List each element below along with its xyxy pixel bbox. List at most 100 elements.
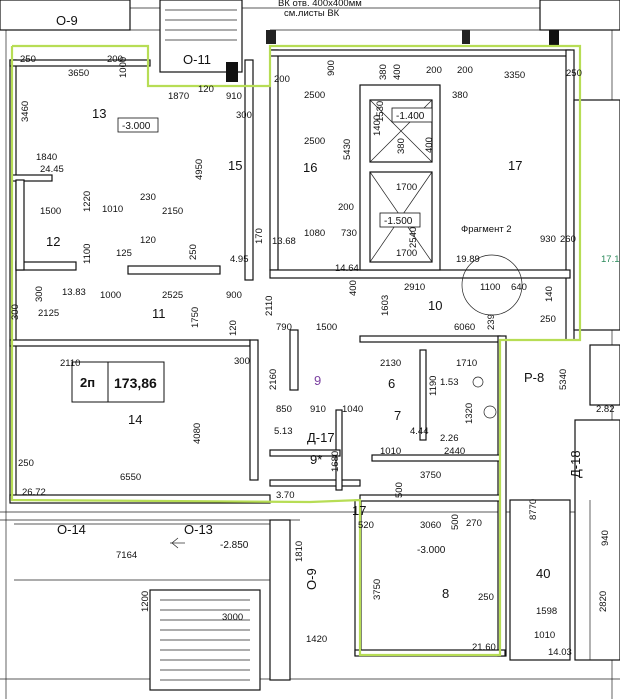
dim: 7164: [116, 550, 137, 561]
dim: 3750: [420, 470, 441, 481]
dim: 1700: [396, 182, 417, 193]
dim: 1810: [294, 541, 305, 562]
dim: 1220: [82, 191, 93, 212]
dim: 8770: [528, 499, 539, 520]
dim: 1530: [375, 101, 386, 122]
axis-o9-side: О-9: [304, 568, 319, 590]
dim: 1870: [168, 91, 189, 102]
area-6: 19.89: [456, 254, 480, 265]
dim: 2525: [162, 290, 183, 301]
level-5: -3.000: [417, 545, 446, 556]
dim: 1420: [306, 634, 327, 645]
dim: 120: [140, 235, 156, 246]
dim: 940: [600, 530, 611, 546]
dim: 300: [10, 304, 21, 320]
dim: 1010: [102, 204, 123, 215]
axis-o14: О-14: [57, 522, 86, 537]
room-9-star: 9*: [310, 452, 322, 467]
dim: 520: [358, 520, 374, 531]
dim: 730: [341, 228, 357, 239]
axis-block-o9: [0, 0, 131, 31]
dim: 230: [140, 192, 156, 203]
axis-o13: О-13: [184, 522, 213, 537]
dim: 300: [234, 356, 250, 367]
area-8: 4.44: [410, 426, 429, 437]
dim: 300: [34, 286, 45, 302]
top-right-block: [539, 0, 620, 31]
room-13: 13: [92, 106, 106, 121]
dim: 5430: [342, 139, 353, 160]
dim: 910: [226, 91, 242, 102]
dim: 790: [276, 322, 292, 333]
dim: 2130: [380, 358, 401, 369]
levels: -3.000 -1.400 -1.500 -2.850 -3.000: [117, 107, 446, 556]
dim: 1840: [36, 152, 57, 163]
area-14: 14.03: [548, 647, 572, 658]
dim: 120: [198, 84, 214, 95]
fragment-label: Фрагмент 2: [461, 224, 512, 235]
area-15: 2.82: [596, 404, 615, 415]
dim: 200: [457, 65, 473, 76]
dim: 250: [540, 314, 556, 325]
dim: 930: [540, 234, 556, 245]
dim: 400: [392, 64, 403, 80]
dim: 1010: [380, 446, 401, 457]
dim: 900: [326, 60, 337, 76]
room-15: 15: [228, 158, 242, 173]
area-1: 24.45: [40, 164, 64, 175]
dim: 3750: [372, 579, 383, 600]
area-2: 4.95: [230, 254, 249, 265]
header-note-2: см.листы ВК: [284, 8, 340, 19]
dim: 1100: [82, 244, 93, 264]
level-3: -1.500: [384, 216, 413, 227]
dim: 900: [226, 290, 242, 301]
dim: 2820: [598, 591, 609, 612]
room-40: 40: [536, 566, 550, 581]
area-3: 13.83: [62, 287, 86, 298]
column-dark: [226, 62, 238, 82]
column-dark-2: [549, 30, 559, 46]
dim: 1700: [396, 248, 417, 259]
dim: 140: [544, 286, 555, 302]
dim: 4080: [192, 423, 203, 444]
dim: 260: [560, 234, 576, 245]
area-7: 5.13: [274, 426, 293, 437]
column-dark-3: [266, 30, 276, 44]
dim: 239: [486, 314, 497, 330]
room-16: 16: [303, 160, 317, 175]
walls: [9, 49, 575, 657]
stair-shaft-top: [159, 0, 243, 73]
dim: 1598: [536, 606, 557, 617]
area-12: 3.70: [276, 490, 295, 501]
dim: 200: [107, 54, 123, 65]
dim: 250: [188, 244, 199, 260]
dim: 250: [20, 54, 36, 65]
dim: 1010: [534, 630, 555, 641]
area-badge-label: 2п: [80, 375, 95, 390]
axis-p8: Р-8: [524, 370, 544, 385]
area-badge-value: 173,86: [114, 375, 157, 391]
dim: 3000: [222, 612, 243, 623]
dim: 3650: [68, 68, 89, 79]
dim: 2110: [60, 358, 80, 369]
bottom-stairs: [14, 519, 291, 691]
stair-hatching: [165, 9, 237, 41]
dim: 1500: [40, 206, 61, 217]
dim: 1040: [342, 404, 363, 415]
dim: 2110: [264, 296, 275, 316]
axis-o11: О-11: [183, 52, 211, 67]
room-17: 17: [508, 158, 522, 173]
area-badge: 2п 173,86: [71, 361, 165, 403]
dim: 1710: [456, 358, 477, 369]
room-9: 9: [314, 373, 321, 388]
area-16: 17.1: [601, 254, 620, 265]
room-10: 10: [428, 298, 442, 313]
area-10: 1.53: [440, 377, 459, 388]
dim: 170: [254, 228, 265, 244]
area-11: 26.72: [22, 487, 46, 498]
dim: 2500: [304, 136, 325, 147]
room-12: 12: [46, 234, 60, 249]
dim: 1603: [380, 295, 391, 316]
room-numbers: 13 15 16 17 12 11 10 14 9 9* 6 7 8 40: [46, 106, 550, 601]
